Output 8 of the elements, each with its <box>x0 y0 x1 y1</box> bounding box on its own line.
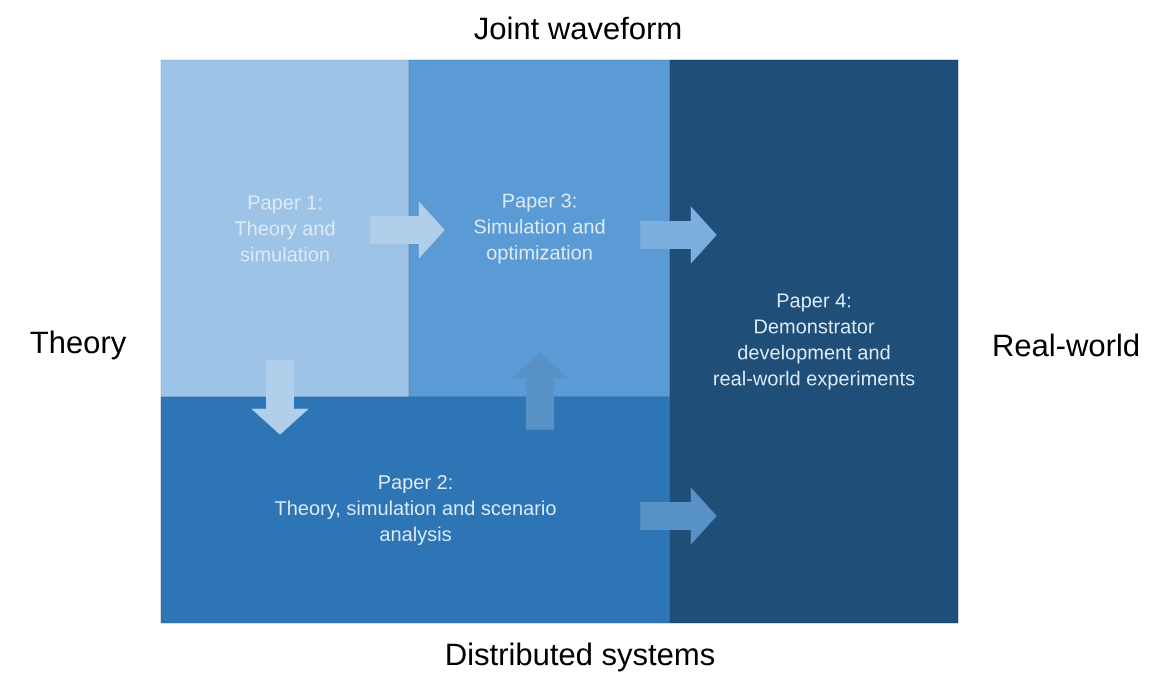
axis-label: Real-world <box>994 333 1139 357</box>
paper-box: Paper 4: Demonstrator development and real-world experiments <box>669 59 959 624</box>
axis-label: Theory <box>30 330 127 360</box>
paper-box: Paper 3: Simulation and optimization <box>408 59 671 398</box>
axis-label: Distributed systems <box>447 642 715 672</box>
paper-box: Paper 2: Theory, simulation and scenario analysis <box>160 396 671 624</box>
paper-box: Paper 1: Theory and simulation <box>160 59 410 398</box>
axis-label: Joint waveform <box>474 16 681 40</box>
